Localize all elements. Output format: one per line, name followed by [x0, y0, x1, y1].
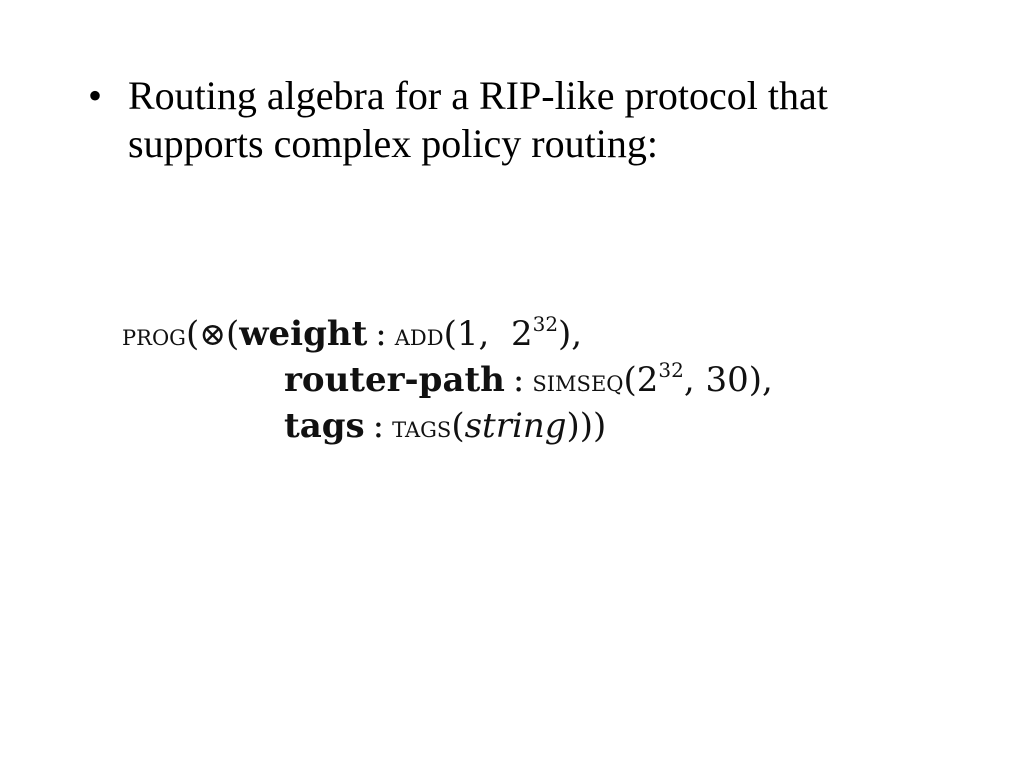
colon: : — [375, 314, 387, 354]
add-arg-1: 1, — [456, 314, 490, 354]
simseq-arg-2: , 30), — [683, 360, 773, 400]
power-base: 2 — [636, 360, 659, 400]
weight-label: weight — [239, 314, 368, 354]
paren-open: ( — [443, 314, 457, 354]
formula-line-tags: tags:tags(string))) — [122, 404, 922, 450]
formula-line-weight: prog(⊗(weight:add(1, 232), — [122, 312, 922, 358]
paren-open: ( — [185, 314, 200, 354]
string-arg: string — [464, 406, 567, 446]
bullet-text: Routing algebra for a RIP-like protocol … — [128, 73, 828, 166]
power-exponent: 32 — [532, 312, 559, 336]
tags-function: tags — [392, 410, 452, 445]
colon: : — [372, 406, 385, 446]
paren-open: ( — [451, 406, 465, 446]
router-path-label: router-path — [284, 360, 505, 400]
tags-label: tags — [284, 406, 365, 446]
paren-open: ( — [226, 314, 240, 354]
prog-operator: prog — [122, 318, 186, 353]
paren-open: ( — [623, 360, 637, 400]
power-base: 2 — [510, 314, 533, 354]
colon: : — [512, 360, 525, 400]
bullet-icon: • — [88, 73, 103, 118]
paren-close: ), — [558, 314, 583, 354]
simseq-function: simseq — [532, 364, 624, 399]
formula-line-router-path: router-path:simseq(232, 30), — [122, 358, 922, 404]
otimes-icon: ⊗ — [199, 315, 227, 353]
add-function: add — [394, 318, 444, 353]
power-exponent: 32 — [658, 358, 684, 382]
bullet-item: • Routing algebra for a RIP-like protoco… — [88, 72, 968, 168]
paren-close: ))) — [566, 406, 607, 446]
routing-algebra-formula: prog(⊗(weight:add(1, 232), router-path:s… — [122, 312, 922, 450]
